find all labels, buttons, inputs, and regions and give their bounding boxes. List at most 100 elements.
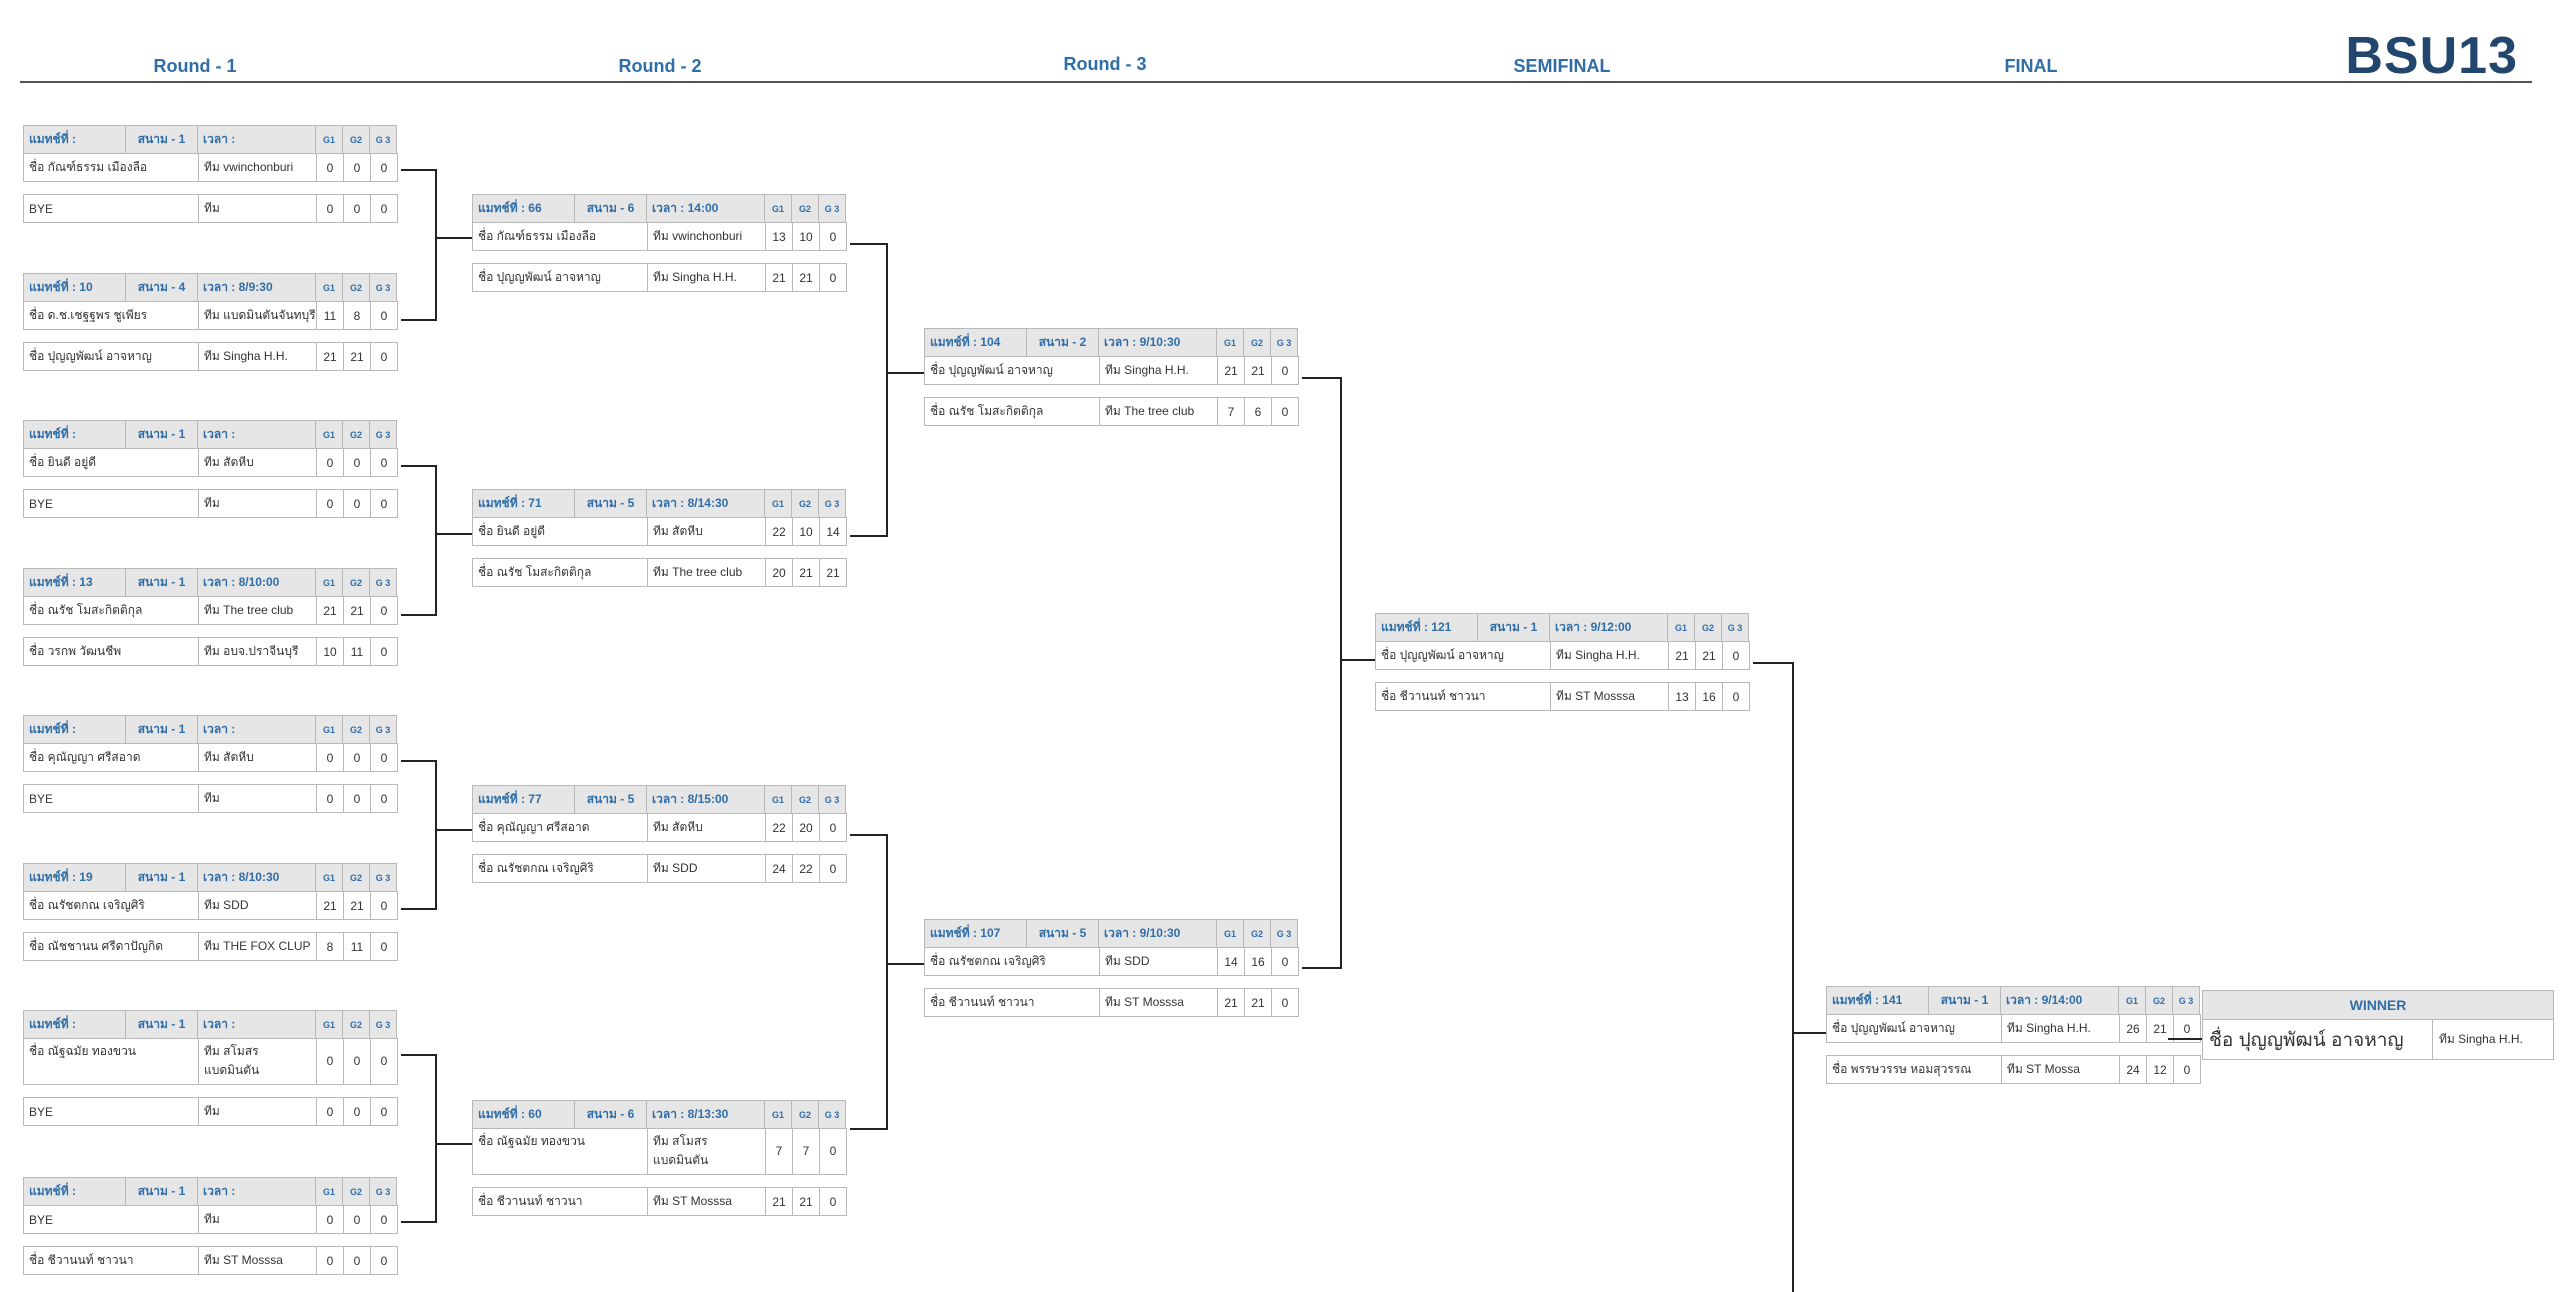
game-header-g3: G 3: [2172, 986, 2200, 1015]
game-header-g1: G1: [1216, 919, 1244, 948]
score-g1: 21: [316, 342, 344, 371]
player-name: ชื่อ คุณัญญา ศรีสอาด: [472, 813, 648, 842]
score-g3: 0: [370, 448, 398, 477]
game-header-g2: G2: [342, 420, 370, 449]
player-team: ทีม: [198, 489, 317, 518]
match-card-r1m7: แมทช์ที่ : สนาม - 1 เวลา : G1 G2 G 3 ชื่…: [23, 1010, 401, 1126]
game-header-g3: G 3: [369, 863, 397, 892]
match-time: เวลา : 8/14:30: [646, 489, 765, 518]
player-row: ชื่อ ณัฐฉมัย ทองขวน ทีม สโมสรแบดมินตันสม…: [23, 1038, 401, 1085]
score-g3: 0: [819, 263, 847, 292]
connector-line: [435, 169, 437, 321]
match-number: แมทช์ที่ : 10: [23, 273, 126, 302]
player-row: ชื่อ ด.ช.เชฐฐพร ชูเพียร ทีม แบดมินตันจัน…: [23, 301, 401, 330]
player-row: ชื่อ ณรัชตกณ เจริญศิริ ทีม SDD 14 16 0: [924, 947, 1302, 976]
player-team: ทีม: [198, 1205, 317, 1234]
score-g3: 0: [370, 1097, 398, 1126]
game-header-g3: G 3: [369, 420, 397, 449]
match-header: แมทช์ที่ : สนาม - 1 เวลา : G1 G2 G 3: [23, 1177, 401, 1206]
score-g1: 21: [1217, 356, 1245, 385]
score-g2: 21: [343, 342, 371, 371]
match-card-r3m2: แมทช์ที่ : 107 สนาม - 5 เวลา : 9/10:30 G…: [924, 919, 1302, 1017]
game-header-g2: G2: [1694, 613, 1722, 642]
player-row: BYE ทีม 0 0 0: [23, 1097, 401, 1126]
score-g1: 0: [316, 784, 344, 813]
match-number: แมทช์ที่ : 19: [23, 863, 126, 892]
score-g2: 21: [1695, 641, 1723, 670]
player-name: ชื่อ ปุญญพัฒน์ อาจหาญ: [23, 342, 199, 371]
player-name: ชื่อ ปุญญพัฒน์ อาจหาญ: [1375, 641, 1551, 670]
match-time: เวลา : 9/12:00: [1549, 613, 1668, 642]
player-row: ชื่อ ยินดี อยู่ดี ทีม สัตหีบ 0 0 0: [23, 448, 401, 477]
player-row: ชื่อ ณัฐฉมัย ทองขวน ทีม สโมสรแบดมินตันสม…: [472, 1128, 850, 1175]
score-g2: 0: [343, 194, 371, 223]
score-g3: 0: [1271, 947, 1299, 976]
score-g1: 21: [316, 596, 344, 625]
score-g2: 0: [343, 1246, 371, 1275]
player-name: ชื่อ กัณฑ์ธรรม เมืองลือ: [472, 222, 648, 251]
player-team: ทีม สัตหีบ: [647, 813, 766, 842]
player-name: ชื่อ ณรัชตกณ เจริญศิริ: [23, 891, 199, 920]
player-name: ชื่อ ณรัช โมสะกิตติกุล: [924, 397, 1100, 426]
score-g2: 10: [792, 517, 820, 546]
player-row: ชื่อ ชีวานนท์ ชาวนา ทีม ST Mosssa 21 21 …: [472, 1187, 850, 1216]
match-time: เวลา :: [197, 125, 316, 154]
game-header-g2: G2: [342, 125, 370, 154]
round-title-final: FINAL: [2004, 56, 2058, 76]
score-g3: 0: [1271, 988, 1299, 1017]
match-time: เวลา :: [197, 715, 316, 744]
player-name: ชื่อ ณัชชานน ศรีดาปัญกิด: [23, 932, 199, 961]
score-g3: 0: [370, 342, 398, 371]
match-number: แมทช์ที่ :: [23, 1177, 126, 1206]
player-team: ทีม: [198, 194, 317, 223]
match-header: แมทช์ที่ : 141 สนาม - 1 เวลา : 9/14:00 G…: [1826, 986, 2204, 1015]
score-g2: 21: [343, 596, 371, 625]
score-g3: 0: [370, 1038, 398, 1085]
connector-line: [1302, 967, 1341, 969]
game-header-g2: G2: [1243, 919, 1271, 948]
game-header-g2: G2: [791, 785, 819, 814]
winner-team: ทีม Singha H.H.: [2433, 1020, 2554, 1060]
score-g1: 24: [765, 854, 793, 883]
match-card-final: แมทช์ที่ : 141 สนาม - 1 เวลา : 9/14:00 G…: [1826, 986, 2204, 1084]
score-g1: 21: [765, 1187, 793, 1216]
match-number: แมทช์ที่ : 141: [1826, 986, 1929, 1015]
score-g1: 0: [316, 1038, 344, 1085]
player-row: ชื่อ พรรษวรรษ หอมสุวรรณ ทีม ST Mossa 24 …: [1826, 1055, 2204, 1084]
match-number: แมทช์ที่ : 104: [924, 328, 1027, 357]
match-number: แมทช์ที่ :: [23, 420, 126, 449]
score-g1: 0: [316, 1205, 344, 1234]
player-team: ทีม Singha H.H.: [1550, 641, 1669, 670]
game-header-g1: G1: [315, 568, 343, 597]
game-header-g2: G2: [791, 1100, 819, 1129]
game-header-g1: G1: [764, 785, 792, 814]
match-header: แมทช์ที่ : 60 สนาม - 6 เวลา : 8/13:30 G1…: [472, 1100, 850, 1129]
match-number: แมทช์ที่ : 121: [1375, 613, 1478, 642]
player-row: ชื่อ ณรัช โมสะกิตติกุล ทีม The tree club…: [23, 596, 401, 625]
score-g1: 7: [1217, 397, 1245, 426]
connector-line: [435, 760, 437, 910]
score-g2: 12: [2146, 1055, 2174, 1084]
score-g1: 22: [765, 517, 793, 546]
match-time: เวลา : 8/13:30: [646, 1100, 765, 1129]
score-g3: 0: [370, 891, 398, 920]
player-team: ทีม อบจ.ปราจีนบุรี: [198, 637, 317, 666]
score-g1: 0: [316, 448, 344, 477]
player-row: ชื่อ ณรัช โมสะกิตติกุล ทีม The tree club…: [924, 397, 1302, 426]
connector-line: [1340, 377, 1342, 969]
player-row: ชื่อ ชีวานนท์ ชาวนา ทีม ST Mosssa 21 21 …: [924, 988, 1302, 1017]
match-time: เวลา :: [197, 1177, 316, 1206]
match-court: สนาม - 5: [574, 785, 647, 814]
score-g2: 21: [343, 891, 371, 920]
score-g1: 21: [1217, 988, 1245, 1017]
game-header-g3: G 3: [818, 489, 846, 518]
match-court: สนาม - 1: [125, 863, 198, 892]
round-title-semifinal: SEMIFINAL: [1513, 56, 1611, 76]
score-g2: 16: [1244, 947, 1272, 976]
player-team: ทีม ST Mosssa: [198, 1246, 317, 1275]
connector-line: [401, 465, 436, 467]
score-g2: 21: [792, 558, 820, 587]
player-team: ทีม SDD: [198, 891, 317, 920]
score-g3: 0: [370, 1246, 398, 1275]
match-card-r1m8: แมทช์ที่ : สนาม - 1 เวลา : G1 G2 G 3 BYE…: [23, 1177, 401, 1275]
